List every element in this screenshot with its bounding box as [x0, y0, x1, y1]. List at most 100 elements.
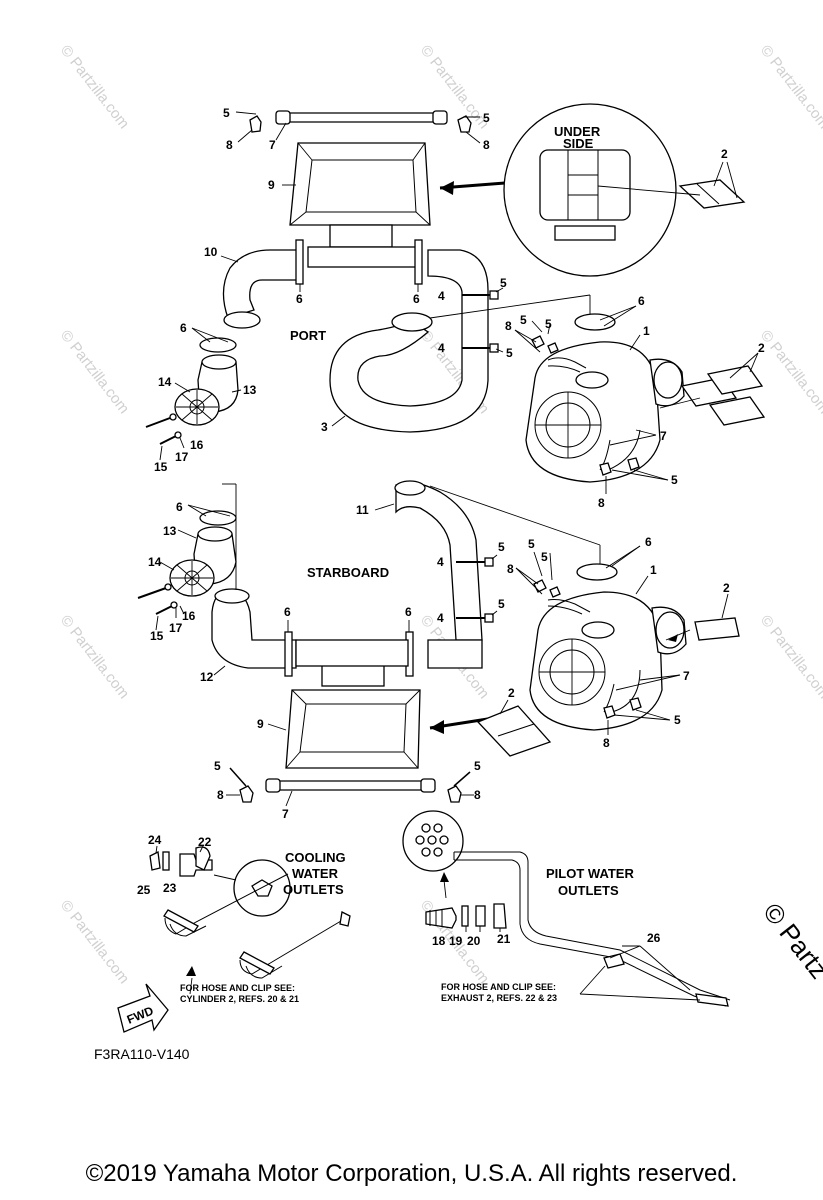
callout: 15 — [154, 460, 168, 474]
callout: 21 — [497, 932, 511, 946]
callout: 23 — [163, 881, 177, 895]
callout: 6 — [413, 292, 420, 306]
callout: 17 — [175, 450, 189, 464]
callout: 8 — [483, 138, 490, 152]
callout: 5 — [498, 540, 505, 554]
strap-7-bottom — [274, 780, 428, 791]
callout: 4 — [437, 611, 444, 625]
callout: 9 — [268, 178, 275, 192]
note-exhaust: FOR HOSE AND CLIP SEE: — [441, 982, 556, 992]
callout: 4 — [438, 341, 445, 355]
callout: 5 — [674, 713, 681, 727]
cooling-title: OUTLETS — [283, 882, 344, 897]
callout: 17 — [169, 621, 183, 635]
callout: 5 — [474, 759, 481, 773]
clamp-6 — [295, 239, 304, 285]
top-assembly — [235, 103, 746, 277]
port-assembly — [145, 239, 766, 494]
callout: 24 — [148, 833, 162, 847]
callout: 6 — [405, 605, 412, 619]
callout: 5 — [541, 550, 548, 564]
callout: 5 — [528, 537, 535, 551]
clip-8-bottom-right — [447, 785, 462, 803]
clip-24 — [149, 851, 161, 871]
clip-21 — [493, 903, 507, 929]
note-cylinder: CYLINDER 2, REFS. 20 & 21 — [180, 994, 299, 1004]
watermark: © Partzilla.com — [57, 897, 133, 987]
callout: 22 — [198, 835, 212, 849]
hose-3 — [329, 249, 489, 433]
callout: 5 — [498, 597, 505, 611]
callout: 15 — [150, 629, 164, 643]
pilot-water-outlets — [402, 810, 731, 1007]
callout: 2 — [758, 341, 765, 355]
callout: 2 — [721, 147, 728, 161]
callout: 16 — [182, 609, 196, 623]
section-title-port: PORT — [290, 328, 326, 343]
pad-2-stb — [694, 617, 740, 641]
callout: 8 — [598, 496, 605, 510]
callout: 6 — [180, 321, 187, 335]
clamp-6-stb-band — [199, 510, 237, 526]
pilot-title: PILOT WATER — [546, 866, 634, 881]
drawing-code: F3RA110-V140 — [94, 1046, 190, 1062]
clamp-6-band — [199, 337, 237, 353]
callout: 12 — [200, 670, 214, 684]
callout: 14 — [158, 375, 172, 389]
callout: 6 — [645, 535, 652, 549]
callout: 10 — [204, 245, 218, 259]
watermark: © Partzilla.com — [57, 612, 133, 702]
note-exhaust: EXHAUST 2, REFS. 22 & 23 — [441, 993, 557, 1003]
hose-10 — [222, 249, 299, 319]
watermark: © Partzilla.com — [57, 327, 133, 417]
callout: 25 — [137, 883, 151, 897]
callout: 5 — [500, 276, 507, 290]
cooling-water-outlets — [117, 845, 351, 1033]
callout: 14 — [148, 555, 162, 569]
ring-23 — [162, 851, 170, 871]
callout-labels: 5 8 7 5 8 9 UNDER SIDE 2 10 6 6 PORT 4 5… — [94, 106, 765, 1062]
cooling-title: COOLING — [285, 850, 346, 865]
strap-end — [432, 110, 448, 125]
ring-19 — [461, 905, 469, 927]
copyright-notice: ©2019 Yamaha Motor Corporation, U.S.A. A… — [85, 1160, 738, 1187]
watermark: © Partzilla.com — [757, 612, 823, 702]
section-title-starboard: STARBOARD — [307, 565, 389, 580]
callout: 19 — [449, 934, 463, 948]
callout: 9 — [257, 717, 264, 731]
watermark: © Partzilla.com — [757, 42, 823, 132]
callout: 5 — [223, 106, 230, 120]
hose-10-end — [223, 311, 261, 329]
callout: 18 — [432, 934, 446, 948]
fitting-20 — [475, 905, 486, 927]
callout: 5 — [545, 317, 552, 331]
callout: 5 — [483, 111, 490, 125]
box-outlet-bar — [307, 246, 417, 268]
callout: 2 — [508, 686, 515, 700]
bottom-strap-assembly — [226, 767, 474, 807]
callout: 8 — [507, 562, 514, 576]
callout: 3 — [321, 420, 328, 434]
fitting-18 — [425, 907, 457, 929]
callout: 7 — [269, 138, 276, 152]
callout: 8 — [226, 138, 233, 152]
callout: 8 — [603, 736, 610, 750]
callout: 26 — [647, 931, 661, 945]
callout: 6 — [296, 292, 303, 306]
callout: 7 — [683, 669, 690, 683]
silencer-box-9-bottom — [285, 689, 421, 769]
box-neck — [329, 224, 393, 248]
callout: 8 — [217, 788, 224, 802]
callout: 5 — [214, 759, 221, 773]
callout: 7 — [660, 429, 667, 443]
strap-7-top — [284, 112, 441, 123]
callout: 8 — [474, 788, 481, 802]
clamp-6-stb — [284, 631, 293, 677]
callout: 20 — [467, 934, 481, 948]
under-side-strap — [554, 225, 616, 241]
watermark: © Partzilla.com — [757, 327, 823, 417]
fwd-arrow — [117, 983, 169, 1033]
callout: 4 — [437, 555, 444, 569]
clamp-6 — [414, 239, 423, 285]
